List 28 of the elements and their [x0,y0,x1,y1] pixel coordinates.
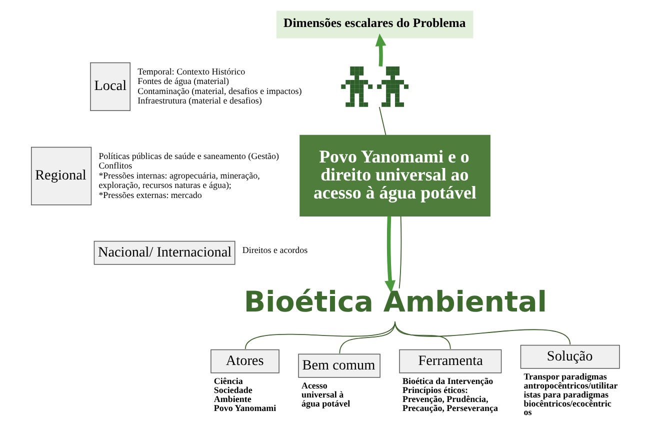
node-label: Ciência [214,376,243,386]
node-label: Fontes de água (material) [138,76,230,86]
node-label: Ambiente [214,394,252,404]
node-text: Bioética Ambiental [244,285,548,318]
connector [394,321,571,345]
connector [244,321,396,350]
node-box: Dimensões escalares do Problema [276,10,474,38]
node-label: Acesso universal à água potável [301,380,350,408]
node-label: Transpor paradigmas antropocêntricos/utilitar istas para paradigmas biocêntricos/ecocêntric os [524,371,618,418]
node-label: Bioética da Intervenção [402,376,494,386]
connector [398,216,402,289]
node-label: Infraestrutura (material e desafios) [138,96,262,106]
connector [378,106,386,136]
node-label: Povo Yanomami [214,402,276,413]
node-label: Políticas públicas de saúde e saneamento (Gestão) [98,150,280,161]
arrow [384,216,396,294]
node-label: Princípios éticos: Prevenção, Prudência, Precaução, Perseverança [402,384,498,413]
node-box: Povo Yanomami e o direito universal ao acesso à água potável [300,134,490,216]
node-label: Conflitos [98,160,132,171]
node-label: Direitos e acordos [242,244,308,255]
node-label: *Pressões internas: agropecuária, mineração, exploração, recursos naturas e água); [98,170,260,190]
connector [394,321,451,350]
node-label: Temporal: Contexto Histórico [138,66,246,76]
node-label: Contaminação (material, desafios e impactos) [138,86,302,96]
connector [339,321,396,354]
node-label: *Pressões externas: mercado [98,190,202,200]
node-label: Sociedade [214,384,252,395]
arrow [375,34,386,67]
